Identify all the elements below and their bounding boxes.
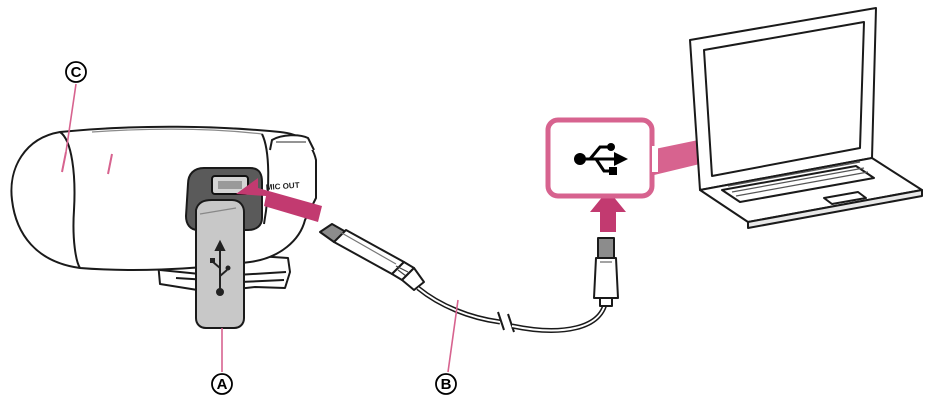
svg-text:C: C: [71, 64, 82, 81]
svg-text:A: A: [217, 376, 228, 393]
usb-callout-box: [545, 117, 708, 199]
usb-icon: [574, 143, 628, 175]
laptop: [689, 7, 923, 229]
usb-cable: [319, 223, 619, 333]
callout-c: C: [65, 61, 87, 83]
mic-out-label: MIC OUT: [266, 181, 300, 192]
callout-b-leader: [447, 299, 459, 373]
laptop-keyboard: [721, 165, 875, 203]
callout-a: A: [211, 373, 233, 395]
callout-c-leader: [65, 83, 77, 153]
cover-usb-icon: [210, 239, 231, 296]
laptop-trackpad: [823, 191, 867, 205]
up-arrow: [590, 190, 626, 232]
camera: [10, 125, 317, 293]
svg-text:B: B: [441, 376, 452, 393]
callout-b: B: [435, 373, 457, 395]
insert-arrow: [236, 178, 322, 222]
callout-c-marker: [61, 151, 113, 175]
